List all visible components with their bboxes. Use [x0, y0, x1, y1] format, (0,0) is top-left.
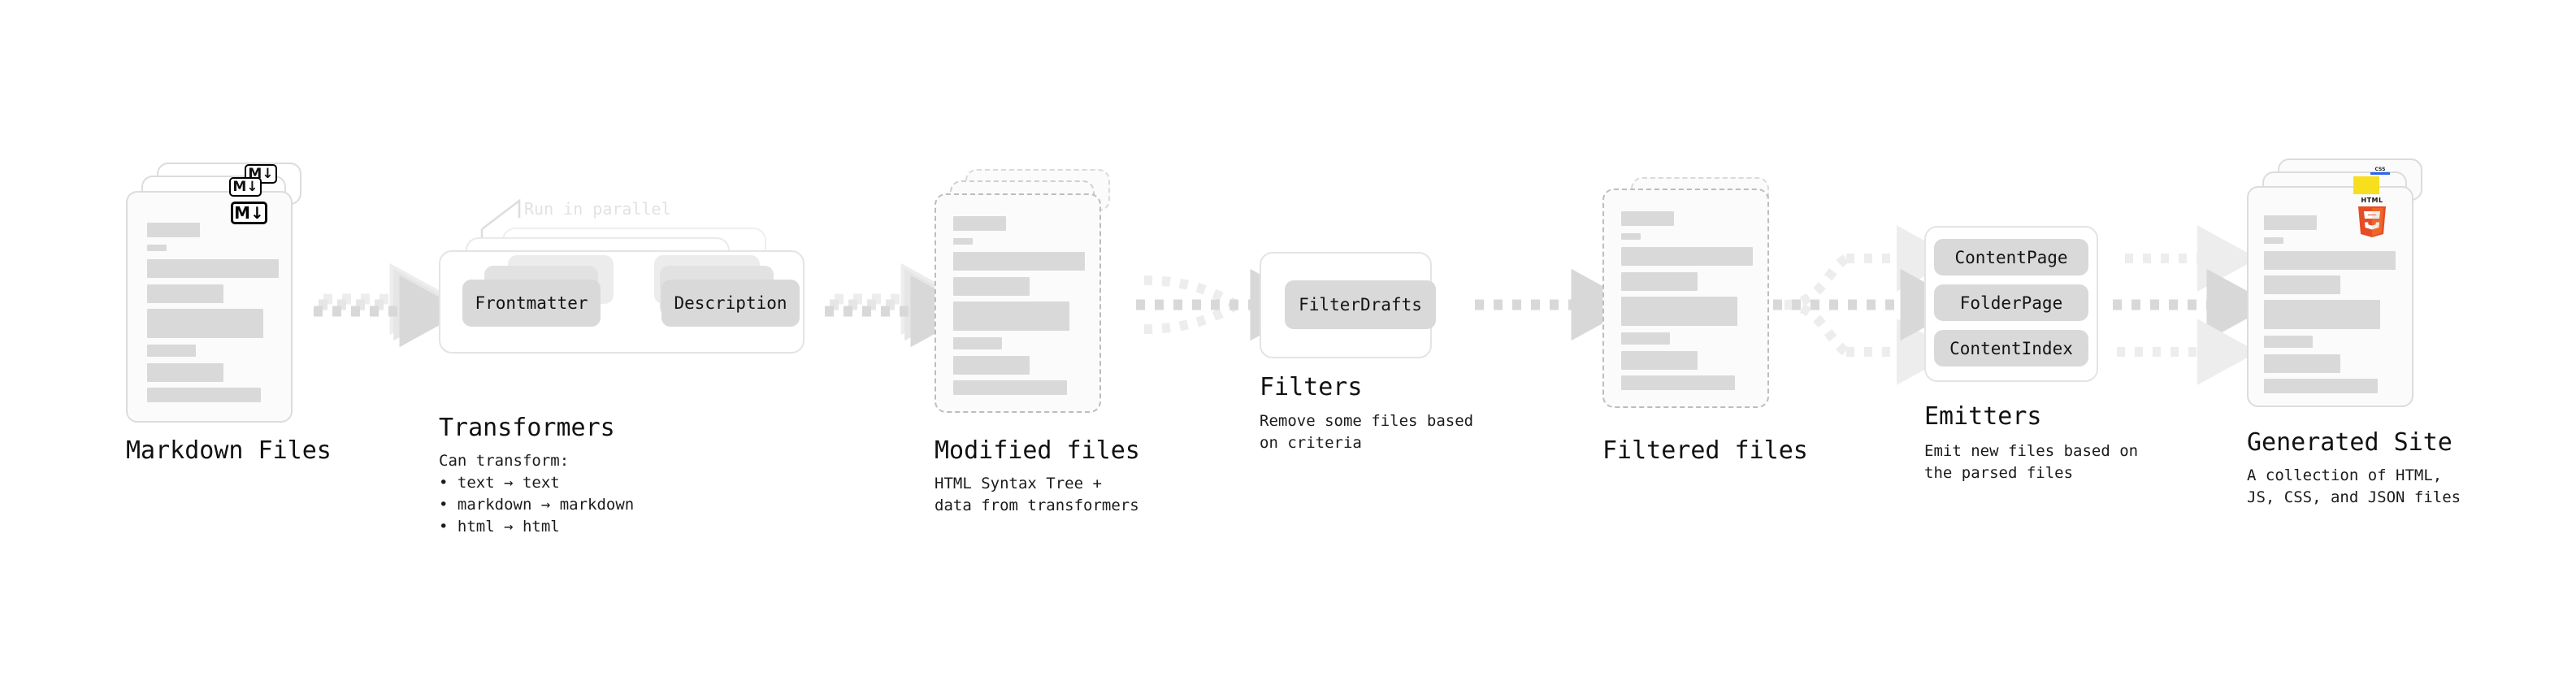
doc-bar [147, 363, 223, 382]
doc-bar [1621, 272, 1698, 291]
doc-bar [953, 356, 1030, 375]
stage-desc-emitters: Emit new files based on the parsed files [1924, 442, 2139, 482]
markdown-icon: M↓ [231, 202, 267, 224]
generated-card-front [2247, 186, 2413, 407]
transformer-chip-description[interactable]: Description [661, 280, 800, 327]
connector-emitters-to-site [2113, 225, 2273, 385]
filter-chip-filterdrafts[interactable]: FilterDrafts [1285, 280, 1436, 329]
doc-bar [147, 259, 279, 278]
doc-bar [953, 277, 1030, 296]
doc-bar [147, 388, 261, 402]
markdown-icon-mid: M↓ [229, 177, 262, 197]
doc-bar [953, 380, 1067, 395]
connector-transformers-to-modified [825, 262, 977, 348]
doc-bar [147, 284, 223, 303]
emitter-chip-contentpage[interactable]: ContentPage [1934, 239, 2088, 275]
stage-title-transformers: Transformers [439, 414, 615, 442]
doc-bar [147, 309, 263, 338]
doc-bar [953, 252, 1085, 271]
stage-desc-modified-files: HTML Syntax Tree + data from transformer… [935, 475, 1139, 514]
doc-bar [2264, 251, 2396, 270]
markdown-card-front [126, 191, 293, 423]
stage-title-markdown-files: Markdown Files [126, 436, 332, 465]
doc-bar [2264, 237, 2283, 244]
doc-bar [147, 345, 196, 357]
transformer-chip-frontmatter[interactable]: Frontmatter [462, 280, 601, 327]
doc-bar [2264, 275, 2340, 294]
doc-bar [953, 216, 1006, 231]
emitter-chip-contentindex[interactable]: ContentIndex [1934, 330, 2088, 367]
doc-bar [953, 301, 1069, 331]
svg-text:HTML: HTML [2361, 197, 2383, 204]
stage-title-filtered-files: Filtered files [1602, 436, 1808, 465]
stage-desc-generated-site: A collection of HTML, JS, CSS, and JSON … [2247, 466, 2461, 506]
doc-bar [2264, 379, 2378, 393]
doc-bar [147, 245, 167, 251]
stage-title-emitters: Emitters [1924, 402, 2042, 431]
stage-desc-transformers: Can transform: • text → text • markdown … [439, 452, 635, 536]
doc-bar [1621, 375, 1735, 390]
css3-icon: CSS [2369, 165, 2392, 178]
doc-bar [1621, 351, 1698, 370]
doc-bar [2264, 354, 2340, 373]
doc-bar [2264, 300, 2380, 329]
stage-title-filters: Filters [1260, 373, 1363, 401]
emitter-chip-folderpage[interactable]: FolderPage [1934, 284, 2088, 321]
connector-filtered-to-emitters [1773, 225, 1967, 385]
svg-text:CSS: CSS [2375, 167, 2386, 172]
connector-modified-to-filters [1136, 268, 1316, 341]
modified-card-front [935, 193, 1101, 413]
stage-desc-filters: Remove some files based on criteria [1260, 412, 1474, 452]
doc-bar [1621, 297, 1737, 326]
doc-bar [147, 223, 200, 237]
doc-bar [2264, 336, 2313, 348]
doc-bar [953, 238, 973, 245]
stage-title-modified-files: Modified files [935, 436, 1140, 465]
stage-title-generated-site: Generated Site [2247, 428, 2452, 457]
run-in-parallel-label: Run in parallel [524, 199, 671, 219]
javascript-icon [2353, 176, 2379, 194]
doc-bar [1621, 233, 1641, 240]
doc-bar [953, 337, 1002, 349]
connector-markdown-to-transformers [314, 262, 466, 348]
filtered-card-front [1602, 189, 1769, 408]
html5-icon: HTML [2353, 194, 2392, 240]
doc-bar [2264, 215, 2317, 230]
doc-bar [1621, 211, 1674, 226]
doc-bar [1621, 247, 1753, 266]
doc-bar [1621, 332, 1670, 345]
